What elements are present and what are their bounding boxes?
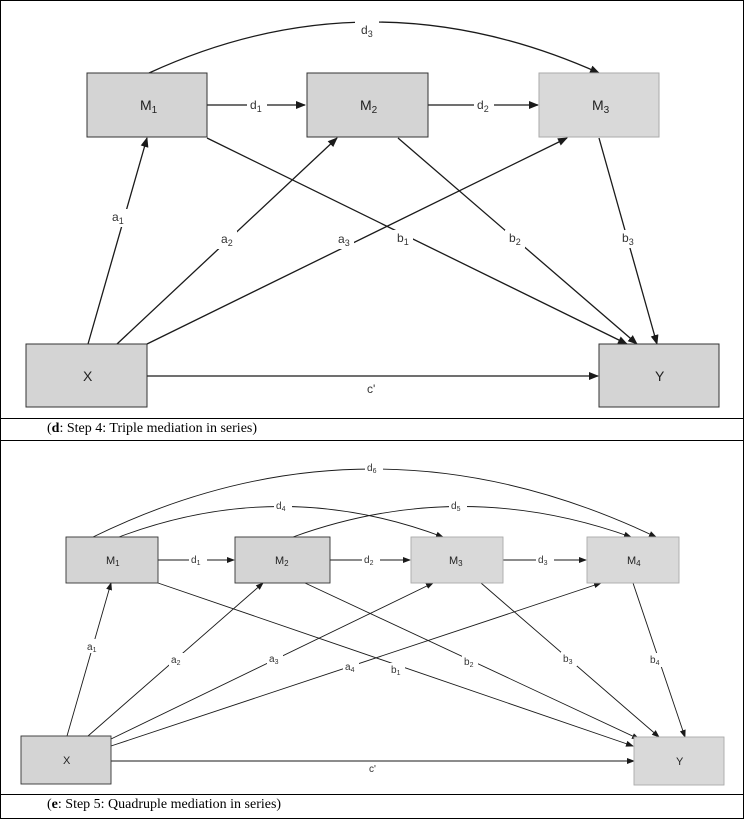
label-d3: d3 — [538, 555, 548, 567]
label-d1: d1 — [250, 98, 262, 114]
node-m1-label: M1 — [106, 555, 120, 568]
label-a1: a1 — [87, 642, 97, 654]
node-m1-label: M1 — [140, 97, 158, 116]
label-d2: d2 — [477, 98, 489, 114]
node-m1 — [86, 72, 208, 138]
caption-d: (d: Step 4: Triple mediation in series) — [1, 419, 744, 441]
node-x — [25, 343, 148, 408]
label-d3: d3 — [361, 23, 373, 39]
node-y — [633, 736, 725, 786]
label-b3: b3 — [563, 654, 573, 666]
node-m4-label: M4 — [627, 555, 641, 568]
label-a2: a2 — [221, 232, 233, 248]
node-m2-label: M2 — [275, 555, 289, 568]
label-d5: d5 — [451, 501, 461, 513]
node-y-label: Y — [676, 756, 684, 768]
panel-e: d6 d4 d5 d1 d2 d3 a1 a2 a3 a4 — [1, 441, 744, 795]
label-a3: a3 — [269, 654, 279, 666]
edge-d6 — [92, 468, 657, 538]
edge-a1 — [87, 137, 149, 345]
node-y-label: Y — [655, 368, 665, 384]
caption-e: (e: Step 5: Quadruple mediation in serie… — [1, 795, 744, 819]
label-d1: d1 — [191, 555, 201, 567]
node-x-label: X — [83, 368, 93, 384]
label-b2: b2 — [509, 231, 521, 247]
label-c: c' — [369, 764, 376, 775]
label-a3: a3 — [338, 232, 350, 248]
node-m2-label: M2 — [360, 97, 378, 116]
label-a2: a2 — [171, 655, 181, 667]
node-m2 — [306, 72, 429, 138]
panel-d-diagram: d3 d1 d2 a1 a2 a3 b1 b2 b3 c' — [25, 21, 720, 408]
edge-b1 — [206, 137, 628, 345]
node-m2 — [234, 536, 331, 584]
label-d4: d4 — [276, 501, 286, 513]
panel-d: d3 d1 d2 a1 a2 a3 b1 b2 b3 c' — [1, 1, 744, 419]
label-a1: a1 — [112, 210, 124, 226]
edge-a3 — [146, 137, 568, 345]
node-m3 — [410, 536, 504, 584]
label-c: c' — [367, 382, 375, 396]
edge-a1 — [66, 582, 112, 737]
node-x-label: X — [63, 755, 71, 767]
label-b3: b3 — [622, 231, 634, 247]
node-y — [598, 343, 720, 408]
label-b1: b1 — [391, 665, 401, 677]
node-m1 — [65, 536, 159, 584]
node-m3 — [538, 72, 660, 138]
label-d2: d2 — [364, 555, 374, 567]
node-x — [20, 735, 112, 785]
node-m3-label: M3 — [449, 555, 463, 568]
panel-e-diagram: d6 d4 d5 d1 d2 d3 a1 a2 a3 a4 — [20, 461, 725, 786]
label-b2: b2 — [464, 657, 474, 669]
label-b4: b4 — [650, 655, 660, 667]
node-m4 — [586, 536, 680, 584]
label-b1: b1 — [397, 231, 409, 247]
label-d6: d6 — [367, 463, 377, 475]
node-m3-label: M3 — [592, 97, 610, 116]
label-a4: a4 — [345, 662, 355, 674]
